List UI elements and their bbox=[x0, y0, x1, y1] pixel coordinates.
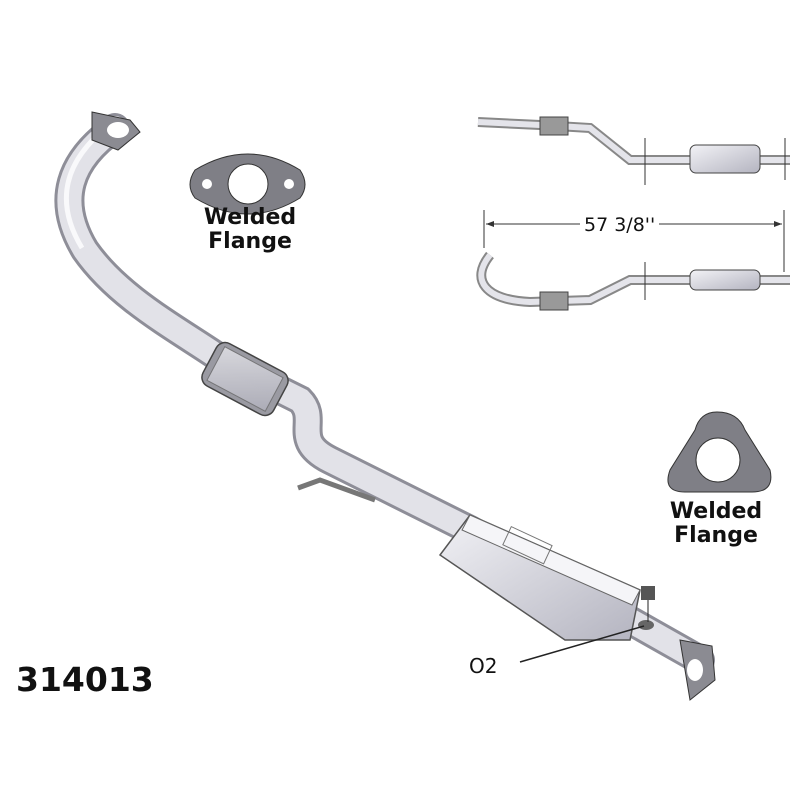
side-view bbox=[476, 251, 790, 311]
front-flange-gasket bbox=[189, 153, 306, 215]
front-flange-label: Welded Flange bbox=[203, 205, 297, 255]
rear-flange-label: Welded Flange bbox=[669, 499, 763, 549]
overall-length-label: 57 3/8'' bbox=[580, 214, 660, 236]
rear-flange-gasket bbox=[667, 411, 772, 493]
flex-joint bbox=[201, 341, 289, 417]
top-view bbox=[477, 116, 790, 185]
o2-sensor-label: O2 bbox=[469, 654, 498, 678]
o2-sensor-bung bbox=[519, 586, 655, 663]
catalytic-converter bbox=[438, 514, 641, 641]
part-number: 314013 bbox=[16, 660, 154, 699]
heat-shield-bracket bbox=[297, 477, 376, 503]
